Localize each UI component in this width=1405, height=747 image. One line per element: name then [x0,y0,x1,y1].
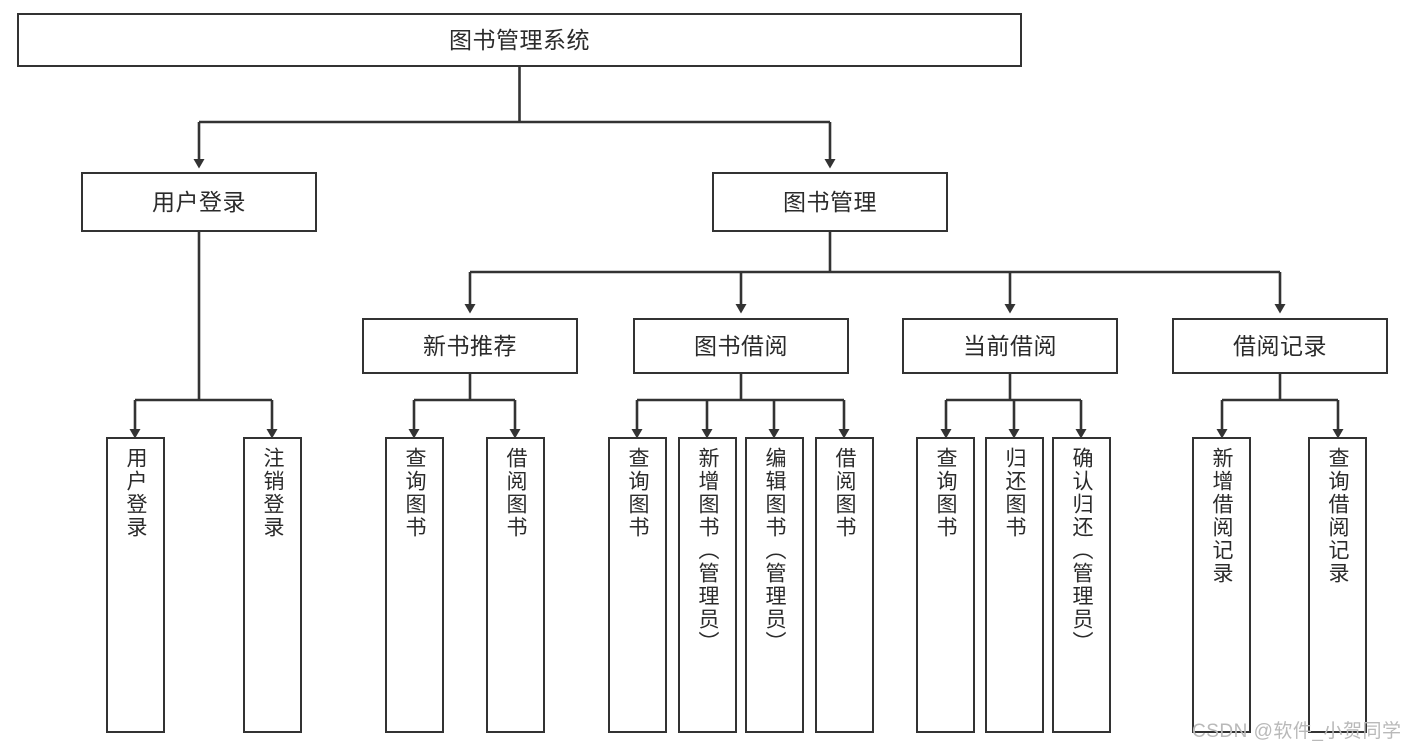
node-label: 新增借阅记录 [1210,447,1233,585]
leaf-query-book-current[interactable]: 查询图书 [916,437,975,733]
node-label: 图书管理系统 [449,26,590,53]
node-label: 用户登录 [124,447,147,539]
node-root-system[interactable]: 图书管理系统 [17,13,1022,67]
leaf-user-login[interactable]: 用户登录 [106,437,165,733]
node-label: 图书借阅 [694,332,788,359]
csdn-watermark: CSDN @软件_小贺同学 [1192,721,1402,742]
node-label: 借阅记录 [1233,332,1327,359]
leaf-borrow-book-recommend[interactable]: 借阅图书 [486,437,545,733]
node-borrow-records[interactable]: 借阅记录 [1172,318,1388,374]
node-book-borrow[interactable]: 图书借阅 [633,318,849,374]
node-book-management[interactable]: 图书管理 [712,172,948,232]
leaf-logout[interactable]: 注销登录 [243,437,302,733]
node-label: 图书管理 [783,188,877,215]
node-label: 查询借阅记录 [1326,447,1349,585]
node-label: 新增图书（管理员） [696,447,719,654]
node-label: 用户登录 [152,188,246,215]
node-label: 归还图书 [1003,447,1026,539]
node-label: 借阅图书 [504,447,527,539]
node-label: 查询图书 [403,447,426,539]
node-label: 编辑图书（管理员） [763,447,786,654]
node-user-login[interactable]: 用户登录 [81,172,317,232]
leaf-query-book-borrow[interactable]: 查询图书 [608,437,667,733]
leaf-add-borrow-record[interactable]: 新增借阅记录 [1192,437,1251,733]
leaf-edit-book-admin[interactable]: 编辑图书（管理员） [745,437,804,733]
leaf-borrow-book[interactable]: 借阅图书 [815,437,874,733]
node-current-borrow[interactable]: 当前借阅 [902,318,1118,374]
leaf-return-book[interactable]: 归还图书 [985,437,1044,733]
leaf-confirm-return-admin[interactable]: 确认归还（管理员） [1052,437,1111,733]
node-label: 注销登录 [261,447,284,539]
node-label: 查询图书 [626,447,649,539]
node-label: 当前借阅 [963,332,1057,359]
leaf-add-book-admin[interactable]: 新增图书（管理员） [678,437,737,733]
node-label: 确认归还（管理员） [1070,447,1093,654]
node-label: 查询图书 [934,447,957,539]
node-label: 借阅图书 [833,447,856,539]
leaf-query-book-recommend[interactable]: 查询图书 [385,437,444,733]
node-label: 新书推荐 [423,332,517,359]
leaf-query-borrow-record[interactable]: 查询借阅记录 [1308,437,1367,733]
node-new-book-recommend[interactable]: 新书推荐 [362,318,578,374]
